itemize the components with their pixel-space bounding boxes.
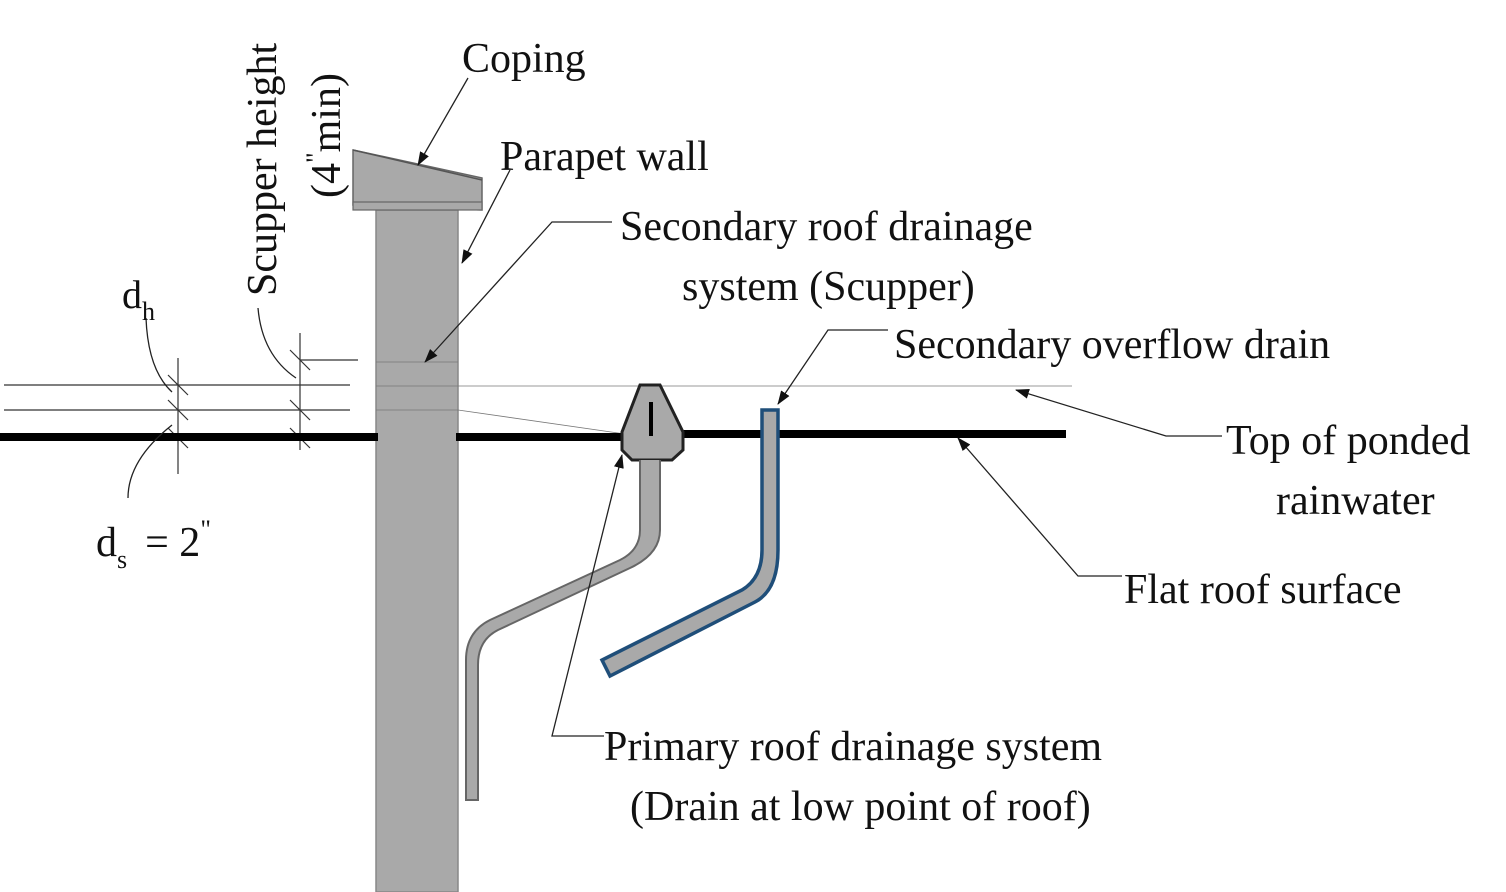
primary-leader xyxy=(551,454,624,737)
parapet-leader xyxy=(461,169,511,264)
dh-leader xyxy=(145,317,173,393)
dh-subscript: h xyxy=(142,297,155,326)
ds-equals: = 2 xyxy=(145,520,200,566)
overflow-leader xyxy=(777,329,888,405)
primary-drain xyxy=(465,383,685,801)
label-coping: Coping xyxy=(462,36,586,82)
ds-mark: " xyxy=(200,515,211,544)
label-primary-drainage-1: Primary roof drainage system xyxy=(604,724,1102,770)
label-scupper-min: (4"min) xyxy=(301,73,350,198)
scupper-height-leader xyxy=(257,307,297,379)
ds-subscript: s xyxy=(117,545,127,574)
ds-leader xyxy=(127,424,173,499)
dh-base: d xyxy=(122,272,142,317)
secondary-overflow-pipe xyxy=(599,408,780,679)
coping-leader xyxy=(417,77,469,166)
svg-text:(4"min): (4"min) xyxy=(301,73,350,198)
label-top-of-ponded-1: Top of ponded xyxy=(1226,418,1470,464)
scupper-min-mark: " xyxy=(301,152,330,163)
scupper-min-close: min) xyxy=(304,73,350,152)
ds-base: d xyxy=(96,520,117,566)
ponded-leader xyxy=(1015,389,1222,437)
label-top-of-ponded-2: rainwater xyxy=(1276,478,1435,524)
label-ds: ds = 2" xyxy=(96,515,211,574)
label-secondary-roof-drainage-2: system (Scupper) xyxy=(682,264,975,310)
coping xyxy=(352,149,483,211)
label-secondary-overflow-drain: Secondary overflow drain xyxy=(894,322,1330,368)
label-secondary-roof-drainage-1: Secondary roof drainage xyxy=(620,204,1033,250)
label-primary-drainage-2: (Drain at low point of roof) xyxy=(630,784,1091,830)
parapet-wall xyxy=(375,209,459,892)
svg-text:Scupper height: Scupper height xyxy=(240,43,286,296)
label-parapet-wall: Parapet wall xyxy=(500,134,709,180)
scupper-leader xyxy=(424,221,612,363)
dimension-lines xyxy=(4,333,358,474)
scupper-min-open: (4 xyxy=(304,163,350,198)
roof-surface-leader xyxy=(957,437,1122,577)
label-flat-roof-surface: Flat roof surface xyxy=(1124,567,1402,613)
label-scupper-height: Scupper height xyxy=(240,43,286,296)
label-dh: dh xyxy=(122,272,155,326)
